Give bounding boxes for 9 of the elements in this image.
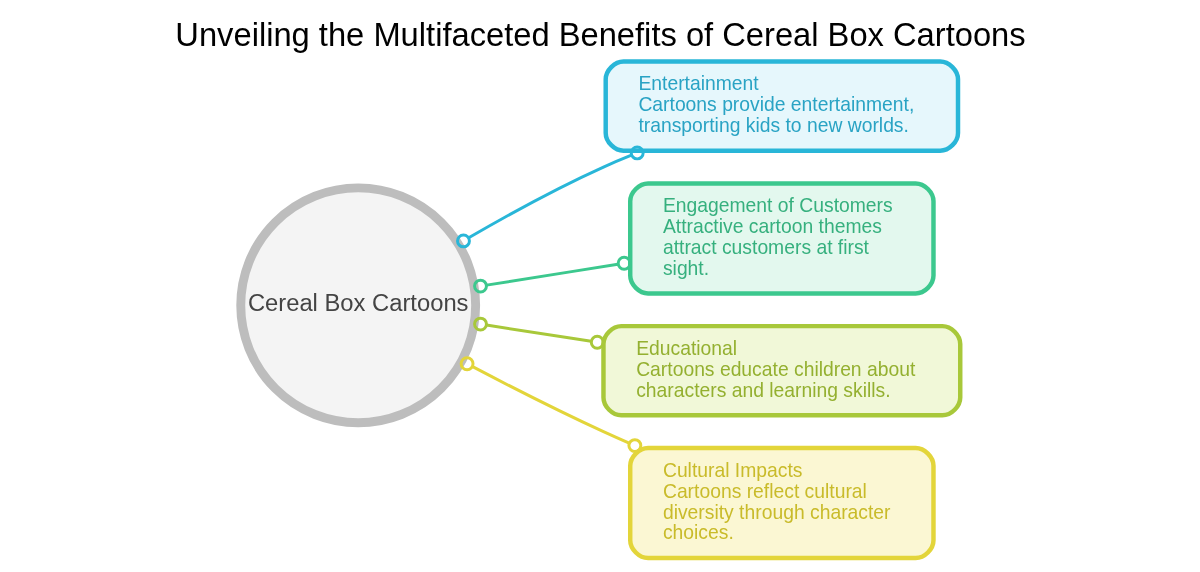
node-box: Cultural Impacts Cartoons reflect cultural diversity through character choices.: [627, 445, 936, 561]
connector: [455, 145, 645, 249]
node-box: Educational Cartoons educate children about characters and learning skills.: [600, 323, 962, 418]
node-box: Entertainment Cartoons provide entertainment, transporting kids to new worlds.: [602, 59, 960, 153]
connector: [472, 316, 605, 350]
diagram-title: Unveiling the Multifaceted Benefits of Cereal Box Cartoons: [174, 16, 1026, 54]
connector: [459, 356, 642, 454]
node-box: Engagement of Customers Attractive cartoon themes attract customers at first sight.: [627, 181, 936, 296]
node-circle: Cereal Box Cartoons: [235, 183, 480, 428]
